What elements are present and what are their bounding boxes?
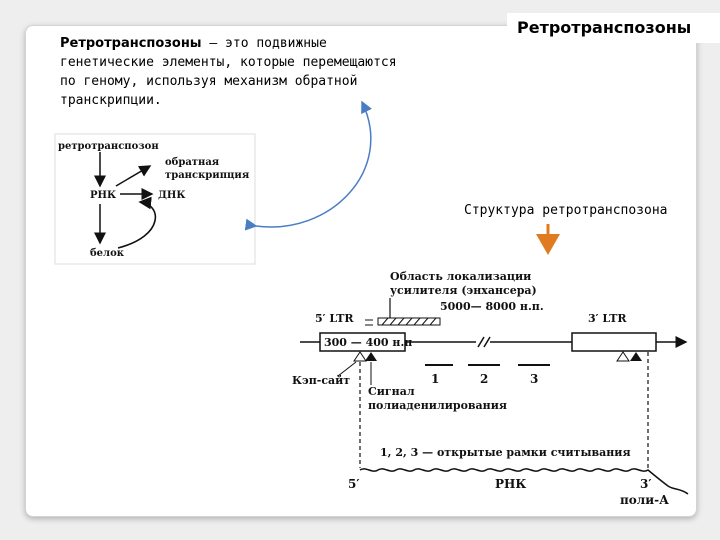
scheme-dna: ДНК	[158, 190, 185, 201]
scheme-frame	[54, 133, 256, 265]
ltr-size: 300 — 400 н.п	[324, 336, 412, 349]
definition-rest: – это подвижные генетические элементы, к…	[60, 36, 397, 108]
rna-3-label: 3′	[640, 477, 652, 491]
rna-label: РНК	[495, 477, 526, 491]
cap-site-marker-3	[616, 351, 630, 362]
arrow-protein-loop	[117, 196, 157, 249]
orf-label-3: 3	[530, 372, 538, 386]
enhancer-label-line2: усилителя (энхансера)	[390, 284, 537, 297]
arrow-reverse-transcription	[115, 165, 152, 187]
retrotransposon-structure: Область локализации усилителя (энхансера…	[292, 270, 689, 507]
signal-label-line2: полиаденилирования	[368, 399, 507, 412]
structure-subtitle: Структура ретротранспозона	[464, 203, 668, 218]
enhancer-size: 5000— 8000 н.п.	[440, 300, 544, 313]
polya-signal-marker-3	[630, 352, 642, 361]
signal-label-line1: Сигнал	[368, 385, 415, 398]
definition-term: Ретротранспозоны	[60, 36, 202, 51]
poly-a-label: поли-А	[620, 493, 669, 507]
scheme-retrotransposon: ретротранспозон	[58, 141, 159, 152]
scheme-protein: белок	[90, 248, 125, 259]
dna-break-mark	[477, 336, 491, 348]
polya-signal-marker-5	[365, 352, 377, 361]
connector-arrow	[244, 100, 372, 231]
orf-label-2: 2	[480, 372, 488, 386]
slide-title: Ретротранспозоны	[507, 13, 720, 43]
scheme-rna: РНК	[90, 190, 116, 201]
enhancer-equals-mark	[365, 319, 373, 326]
scheme-rt-line1: обратная	[165, 157, 220, 168]
scheme-rt-line2: транскрипция	[165, 170, 250, 181]
definition-text: Ретротранспозоны – это подвижные генетич…	[60, 34, 410, 110]
enhancer-label-line1: Область локализации	[390, 270, 531, 283]
ltr5-label: 5′ LTR	[315, 312, 354, 325]
cap-site-marker-5	[353, 351, 367, 362]
enhancer-hatch-lines	[381, 317, 437, 326]
rna-strand	[359, 468, 689, 495]
ltr3-label: 3′ LTR	[588, 312, 627, 325]
central-dogma-scheme: ретротранспозон обратная транскрипция РН…	[54, 133, 256, 265]
rna-5-label: 5′	[348, 477, 360, 491]
orf-caption: 1, 2, 3 — открытые рамки считывания	[380, 446, 631, 459]
cap-site-label: Кэп-сайт	[292, 374, 350, 387]
ltr3-box	[571, 332, 657, 352]
cap-site-pointer	[337, 361, 357, 377]
orf-label-1: 1	[431, 372, 439, 386]
